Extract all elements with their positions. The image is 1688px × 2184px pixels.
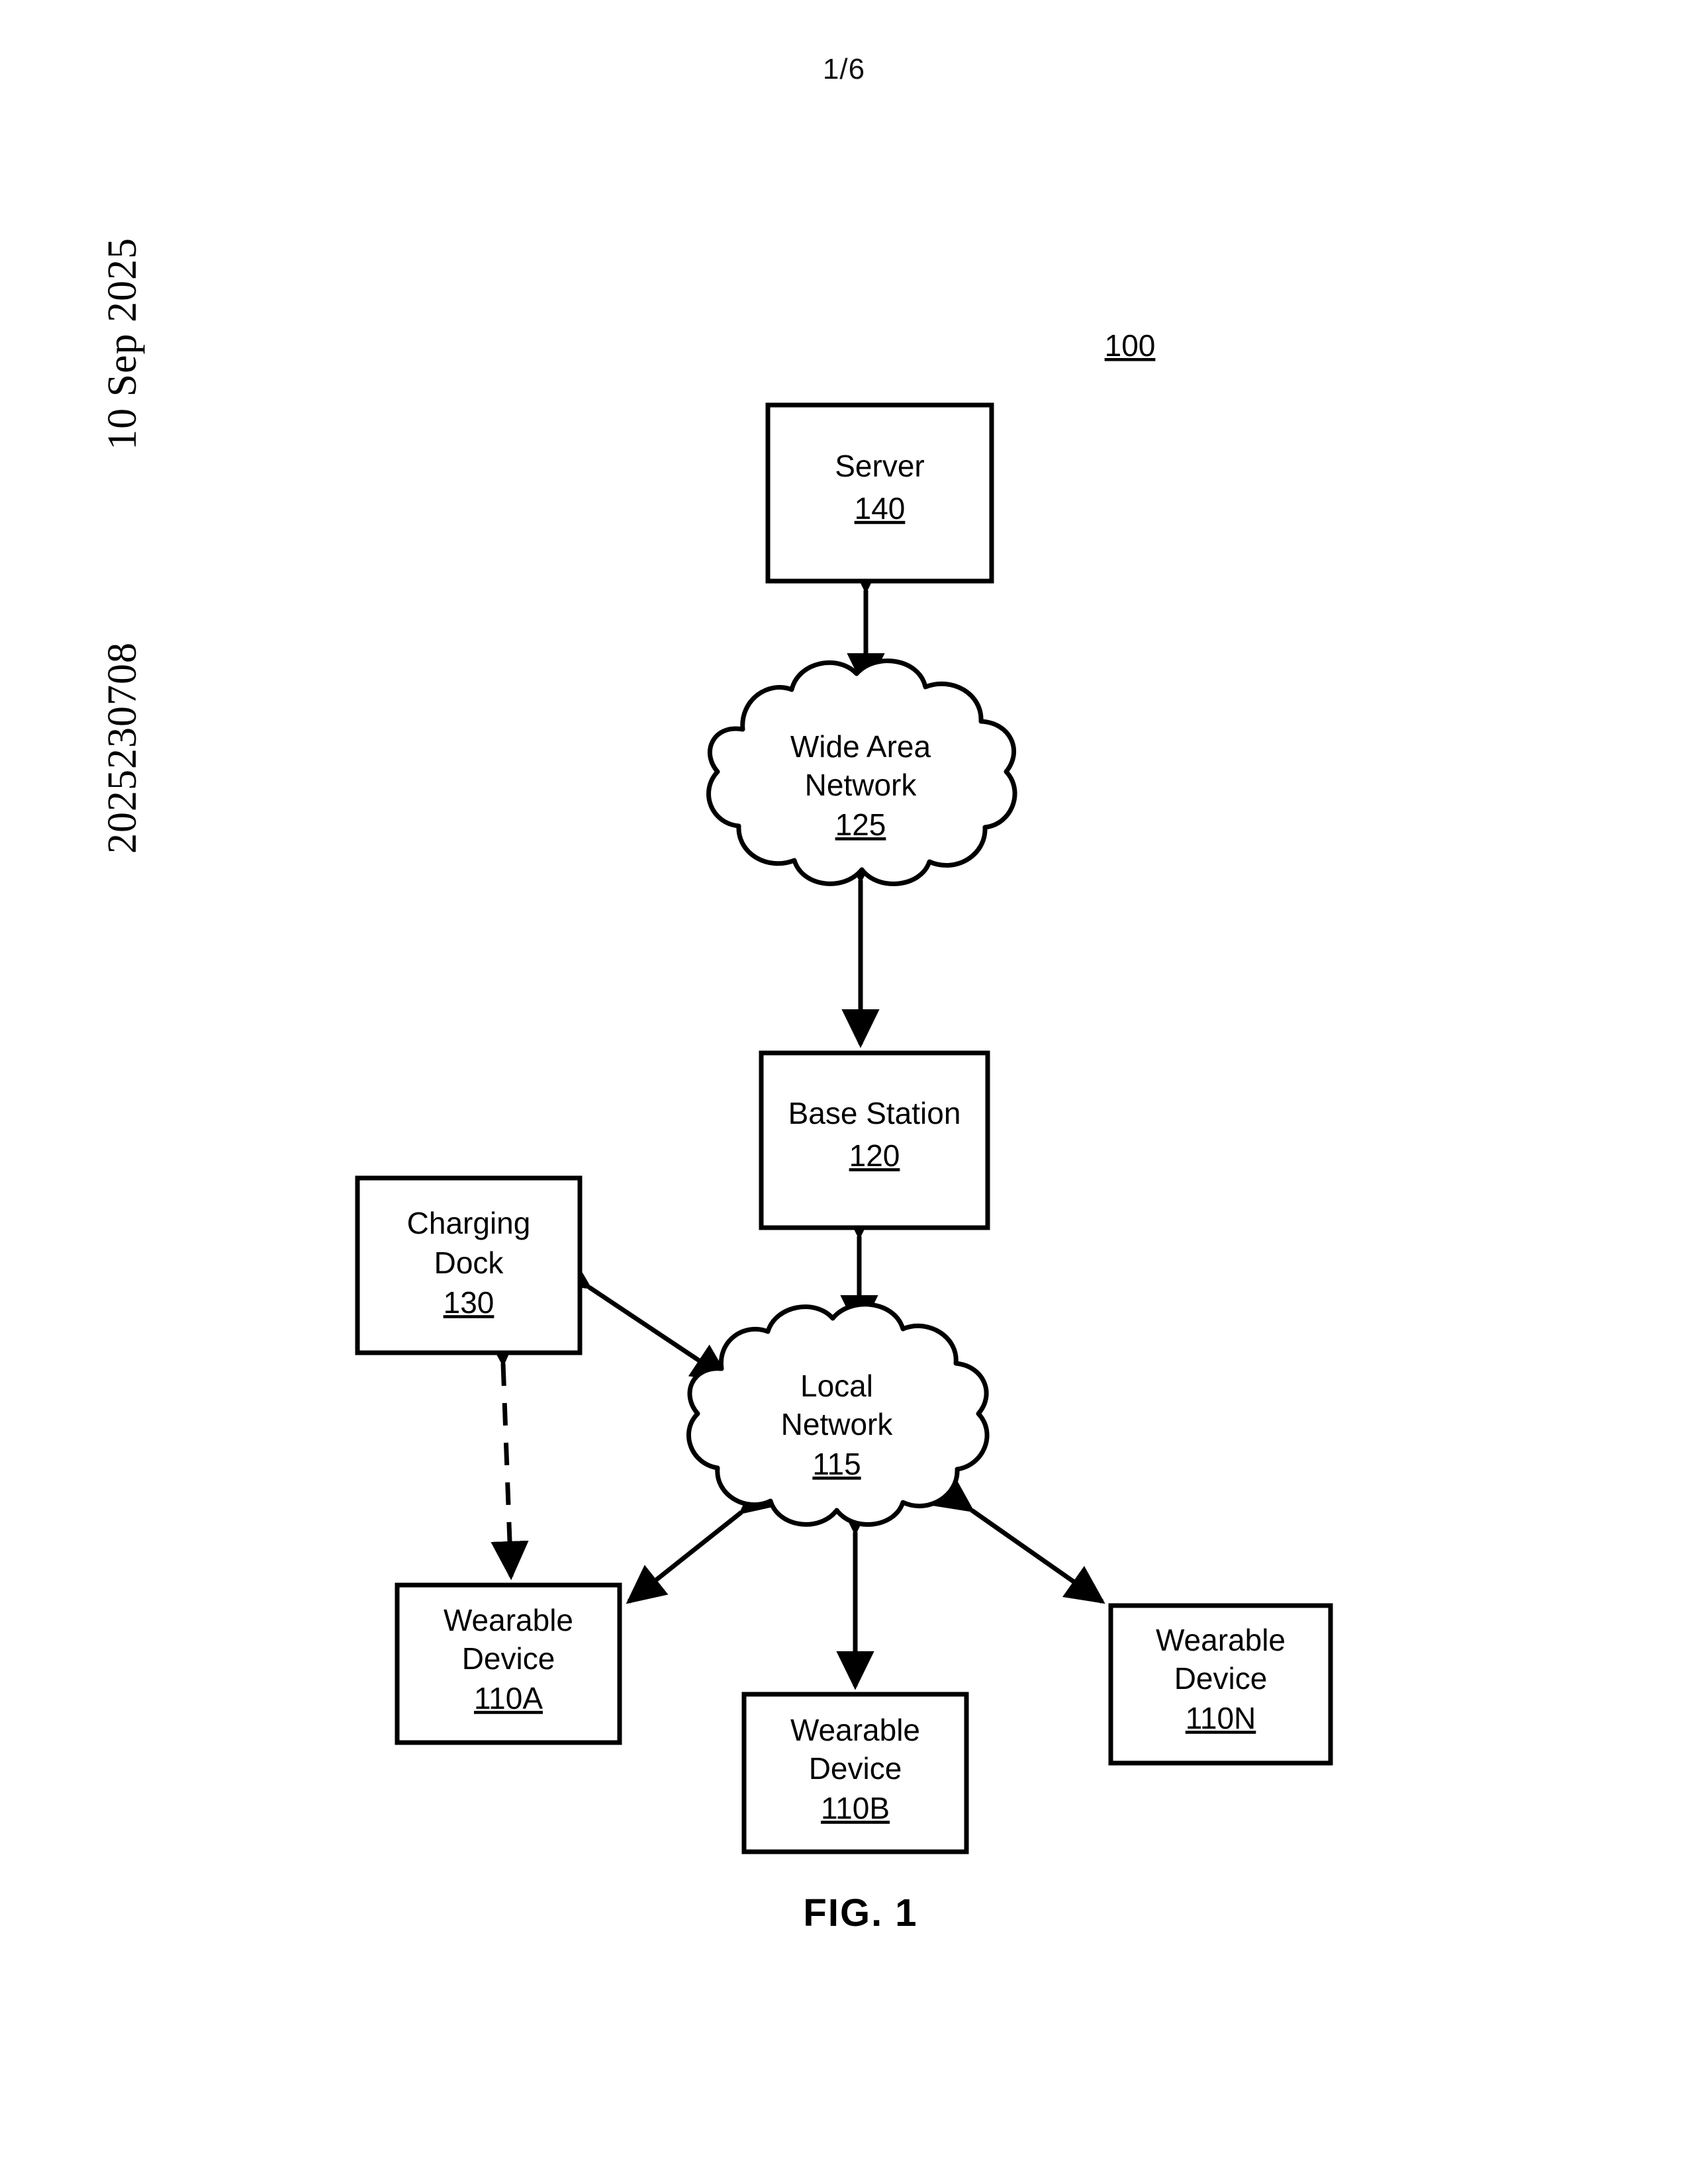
node-wearable-a-ref: 110A [474,1681,543,1715]
node-wearable-b-ref: 110B [821,1791,890,1825]
node-local-network-label: Local [800,1369,873,1403]
node-wearable-device-b[interactable]: Wearable Device 110B [741,1692,969,1854]
node-wan-ref: 125 [835,807,886,842]
node-local-network-label2: Network [781,1407,894,1441]
system-reference-label: 100 [1105,328,1156,363]
node-wan-label: Wide Area [790,729,931,764]
link-charging-dock-local-network [549,1251,731,1383]
figure-caption: FIG. 1 [803,1891,917,1934]
node-charging-dock-label: Charging [407,1206,531,1240]
node-charging-dock-ref: 130 [444,1285,494,1320]
node-wearable-n-label2: Device [1174,1661,1268,1696]
node-local-network[interactable]: Local Network 115 [686,1302,990,1527]
node-wearable-b-label: Wearable [790,1713,920,1747]
node-base-station[interactable]: Base Station 120 [759,1050,990,1230]
node-base-station-ref: 120 [849,1138,900,1173]
node-server-ref: 140 [855,491,906,525]
node-charging-dock-label2: Dock [434,1246,504,1280]
node-wearable-a-label2: Device [462,1641,555,1676]
node-server-label: Server [835,449,924,483]
node-wearable-device-a[interactable]: Wearable Device 110A [395,1582,622,1745]
node-local-network-ref: 115 [812,1447,861,1481]
node-wearable-n-label: Wearable [1156,1623,1286,1657]
node-wearable-n-ref: 110N [1186,1701,1256,1735]
link-charging-dock-wearable-a [483,1327,529,1580]
node-wearable-b-label2: Device [809,1751,902,1786]
node-wearable-device-n[interactable]: Wearable Device 110N [1108,1603,1333,1766]
node-base-station-label: Base Station [788,1096,961,1130]
node-charging-dock[interactable]: Charging Dock 130 [355,1175,583,1355]
link-local-network-wearable-n [931,1474,1105,1604]
page-number: 1/6 [822,53,866,85]
node-wide-area-network[interactable]: Wide Area Network 125 [706,659,1017,886]
link-local-network-wearable-a [626,1475,781,1604]
node-wearable-a-label: Wearable [444,1603,573,1637]
node-wan-label2: Network [805,768,917,802]
node-server[interactable]: Server 140 [765,402,994,584]
